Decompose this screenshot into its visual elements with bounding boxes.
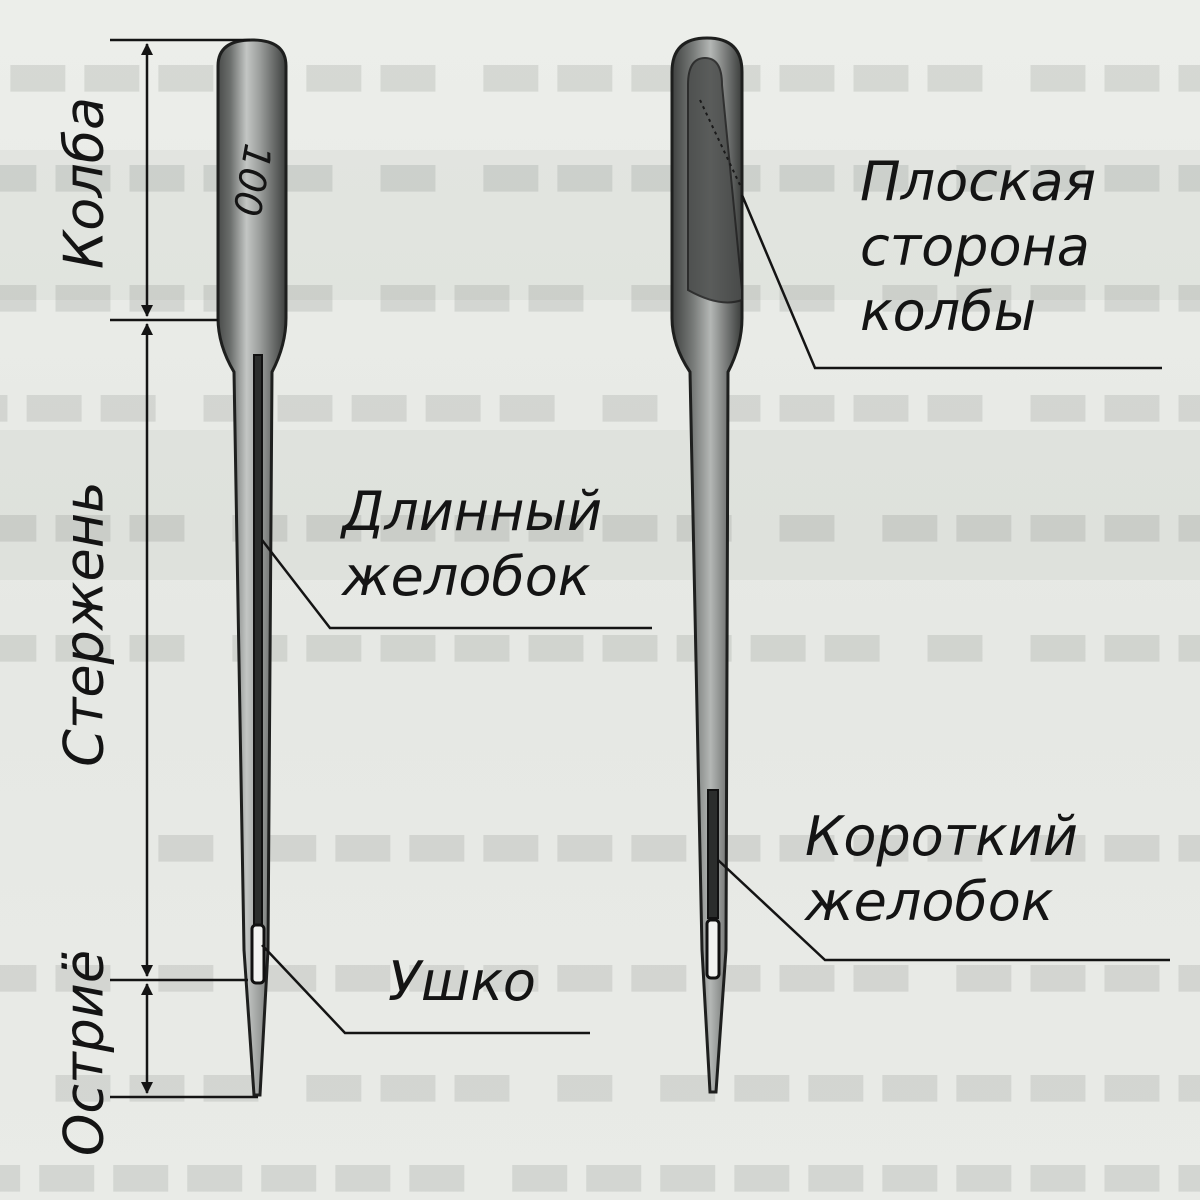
callout-short-groove-line1: Короткий [805,805,1078,868]
dimension-label-sterzhen: Стержень [52,481,116,767]
left-needle-eye [250,923,266,985]
leader-lines [261,194,1170,1035]
leader-short-groove [717,859,1170,962]
right-needle [670,36,744,1094]
right-needle-eye [705,918,721,980]
leader-eye [261,944,590,1035]
callout-long-groove-line1: Длинный [342,480,603,543]
callout-flat-side-line2: сторона [860,214,1090,278]
callout-eye: Ушко [388,950,536,1013]
background-band [0,430,1200,580]
callout-short-groove-line2: желобок [805,869,1054,933]
background-band [0,150,1200,300]
callout-long-groove: Длинный желобок [342,480,602,610]
right-needle-flat-hatching [699,99,741,186]
right-needle-flat-side [687,56,743,304]
dimension-label-ostrie: Остриё [52,949,116,1157]
leader-flat-side [740,194,1162,370]
leader-long-groove [261,539,652,630]
right-needle-short-groove [707,789,719,919]
dimension-lines [110,38,258,1099]
callout-flat-side: Плоская сторона колбы [860,150,1096,344]
left-needle-long-groove [253,354,263,926]
callout-long-groove-line2: желобок [342,544,591,608]
callout-flat-side-line3: колбы [860,279,1037,343]
callout-flat-side-line1: Плоская [860,150,1097,213]
left-needle [216,38,288,1097]
callout-short-groove: Короткий желобок [805,805,1078,935]
dimension-label-kolba: Колба [52,96,116,270]
